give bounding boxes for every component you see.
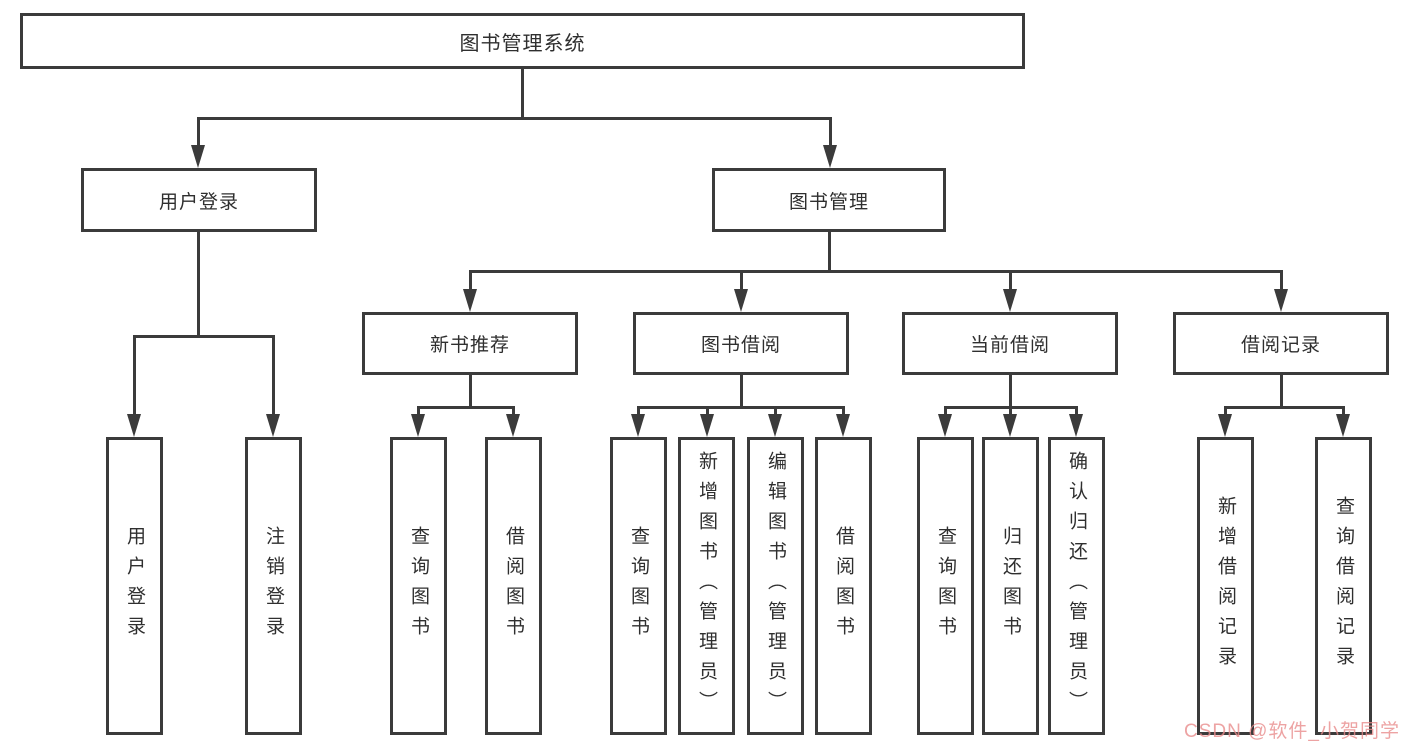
node-leaf-edit-books-admin: 编辑图书（管理员） — [747, 437, 804, 735]
connector-drop-leaf — [1009, 406, 1012, 416]
connector-drop-leaf — [1075, 406, 1078, 416]
connector-drop-leaf — [1224, 406, 1227, 416]
connector-book-borrow-stem — [740, 375, 743, 409]
arrow-down-icon — [1069, 414, 1083, 437]
connector-drop-leaf — [512, 406, 515, 416]
node-leaf-return-books: 归还图书 — [982, 437, 1039, 735]
node-leaf-borrow-books: 借阅图书 — [485, 437, 542, 735]
node-book-borrow: 图书借阅 — [633, 312, 849, 375]
connector-drop-leaf — [637, 406, 640, 416]
node-leaf-query-borrow-record: 查询借阅记录 — [1315, 437, 1372, 735]
csdn-watermark: CSDN @软件_小贺同学 — [1184, 721, 1400, 742]
arrow-down-icon — [631, 414, 645, 437]
connector-drop-new-book — [469, 270, 472, 291]
connector-drop-leaf — [774, 406, 777, 416]
connector-current-borrow-stem — [1009, 375, 1012, 409]
node-book-management: 图书管理 — [712, 168, 946, 232]
connector-book-management-stem — [828, 232, 831, 272]
arrow-down-icon — [768, 414, 782, 437]
connector-level3-split — [469, 270, 1283, 273]
connector-drop-leaf — [842, 406, 845, 416]
connector-user-login-stem — [197, 232, 200, 338]
arrow-down-icon — [266, 414, 280, 437]
node-leaf-query-books: 查询图书 — [917, 437, 974, 735]
connector-level1-split — [197, 117, 832, 120]
connector-user-login-split — [133, 335, 275, 338]
connector-drop-book-management — [829, 117, 832, 147]
node-leaf-confirm-return-admin: 确认归还（管理员） — [1048, 437, 1105, 735]
node-leaf-borrow-books: 借阅图书 — [815, 437, 872, 735]
node-new-book-recommend: 新书推荐 — [362, 312, 578, 375]
connector-drop-leaf — [944, 406, 947, 416]
node-library-system: 图书管理系统 — [20, 13, 1025, 69]
node-leaf-add-books-admin: 新增图书（管理员） — [678, 437, 735, 735]
node-leaf-query-books: 查询图书 — [610, 437, 667, 735]
arrow-down-icon — [938, 414, 952, 437]
arrow-down-icon — [191, 145, 205, 168]
arrow-down-icon — [463, 289, 477, 312]
connector-drop-user-login — [197, 117, 200, 147]
arrow-down-icon — [1003, 414, 1017, 437]
connector-root-stem — [521, 69, 524, 120]
arrow-down-icon — [127, 414, 141, 437]
connector-drop-leaf — [706, 406, 709, 416]
node-leaf-query-books: 查询图书 — [390, 437, 447, 735]
node-user-login: 用户登录 — [81, 168, 317, 232]
connector-borrow-records-split — [1224, 406, 1345, 409]
arrow-down-icon — [1218, 414, 1232, 437]
connector-drop-leaf — [417, 406, 420, 416]
arrow-down-icon — [1003, 289, 1017, 312]
connector-drop-borrow-records — [1280, 270, 1283, 291]
connector-new-book-stem — [469, 375, 472, 409]
arrow-down-icon — [700, 414, 714, 437]
node-borrow-records: 借阅记录 — [1173, 312, 1389, 375]
arrow-down-icon — [823, 145, 837, 168]
arrow-down-icon — [1274, 289, 1288, 312]
arrow-down-icon — [506, 414, 520, 437]
connector-drop-login-leaf — [133, 335, 136, 416]
connector-borrow-records-stem — [1280, 375, 1283, 409]
node-current-borrow: 当前借阅 — [902, 312, 1118, 375]
node-leaf-add-borrow-record: 新增借阅记录 — [1197, 437, 1254, 735]
arrow-down-icon — [836, 414, 850, 437]
arrow-down-icon — [411, 414, 425, 437]
connector-drop-current-borrow — [1009, 270, 1012, 291]
connector-book-borrow-split — [637, 406, 845, 409]
node-leaf-logout: 注销登录 — [245, 437, 302, 735]
connector-new-book-split — [417, 406, 515, 409]
connector-drop-logout-leaf — [272, 335, 275, 416]
node-leaf-user-login: 用户登录 — [106, 437, 163, 735]
arrow-down-icon — [1336, 414, 1350, 437]
connector-drop-leaf — [1342, 406, 1345, 416]
connector-drop-book-borrow — [740, 270, 743, 291]
arrow-down-icon — [734, 289, 748, 312]
